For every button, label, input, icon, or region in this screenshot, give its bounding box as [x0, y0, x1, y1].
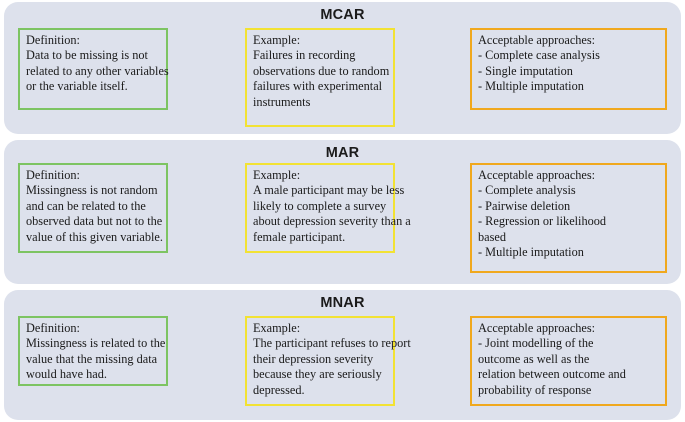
approaches-line: - Multiple imputation	[478, 79, 584, 94]
definition-box-mcar: Definition: Data to be missing is not re…	[18, 28, 169, 110]
approaches-line: - Pairwise deletion	[478, 198, 571, 213]
definition-heading: Definition:	[26, 33, 80, 47]
panel-mar: MAR Definition: Missingness is not rando…	[4, 140, 681, 284]
definition-line: Missingness is not random	[26, 183, 158, 198]
example-line: female participant.	[253, 229, 346, 244]
example-line: about depression severity than a	[253, 214, 411, 229]
definition-line: value that the missing data	[26, 351, 158, 366]
approaches-heading: Acceptable approaches:	[478, 168, 596, 182]
example-line: A male participant may be less	[253, 183, 405, 198]
definition-heading: Definition:	[26, 168, 80, 182]
example-line: depressed.	[253, 382, 305, 397]
approaches-heading: Acceptable approaches:	[478, 33, 596, 47]
example-line: observations due to random	[253, 63, 390, 78]
definition-box-mnar: Definition: Missingness is related to th…	[18, 316, 168, 386]
panel-title-mar: MAR	[325, 145, 360, 161]
example-line: instruments	[253, 94, 311, 109]
example-line: The participant refuses to report	[253, 336, 411, 351]
panel-mcar: MCAR Definition: Data to be missing is n…	[4, 2, 681, 134]
approaches-line: outcome as well as the	[478, 351, 590, 366]
example-line: their depression severity	[253, 351, 374, 366]
definition-box-mar: Definition: Missingness is not random an…	[18, 163, 168, 253]
example-heading: Example:	[253, 33, 301, 47]
definition-line: value of this given variable.	[26, 229, 163, 244]
example-box-mcar: Example: Failures in recording observati…	[245, 28, 395, 127]
example-box-mnar: Example: The participant refuses to repo…	[245, 316, 411, 406]
approaches-line: - Regression or likelihood	[478, 214, 607, 229]
approaches-box-mar: Acceptable approaches: - Complete analys…	[470, 163, 667, 273]
example-heading: Example:	[253, 321, 301, 335]
definition-line: observed data but not to the	[26, 214, 163, 229]
approaches-line: - Single imputation	[478, 63, 573, 78]
approaches-line: based	[478, 229, 506, 244]
definition-heading: Definition:	[26, 321, 80, 335]
approaches-line: relation between outcome and	[478, 367, 626, 382]
approaches-line: - Complete case analysis	[478, 48, 600, 63]
example-line: Failures in recording	[253, 48, 356, 63]
definition-line: related to any other variables	[26, 63, 169, 78]
approaches-heading: Acceptable approaches:	[478, 321, 596, 335]
definition-line: Missingness is related to the	[26, 336, 166, 351]
definition-line: or the variable itself.	[26, 79, 128, 94]
definition-line: would have had.	[26, 367, 107, 382]
example-heading: Example:	[253, 168, 301, 182]
approaches-box-mcar: Acceptable approaches: - Complete case a…	[470, 28, 667, 110]
panel-title-mcar: MCAR	[320, 7, 365, 23]
approaches-box-mnar: Acceptable approaches: - Joint modelling…	[470, 316, 667, 406]
approaches-line: - Joint modelling of the	[478, 336, 594, 351]
definition-line: Data to be missing is not	[26, 48, 148, 63]
example-line: likely to complete a survey	[253, 198, 387, 213]
definition-line: and can be related to the	[26, 198, 146, 213]
panel-title-mnar: MNAR	[320, 295, 365, 311]
approaches-line: - Complete analysis	[478, 183, 576, 198]
panel-mnar: MNAR Definition: Missingness is related …	[4, 290, 681, 420]
example-line: because they are seriously	[253, 367, 382, 382]
example-box-mar: Example: A male participant may be less …	[245, 163, 411, 253]
approaches-line: - Multiple imputation	[478, 245, 584, 260]
approaches-line: probability of response	[478, 382, 592, 397]
example-line: failures with experimental	[253, 79, 383, 94]
